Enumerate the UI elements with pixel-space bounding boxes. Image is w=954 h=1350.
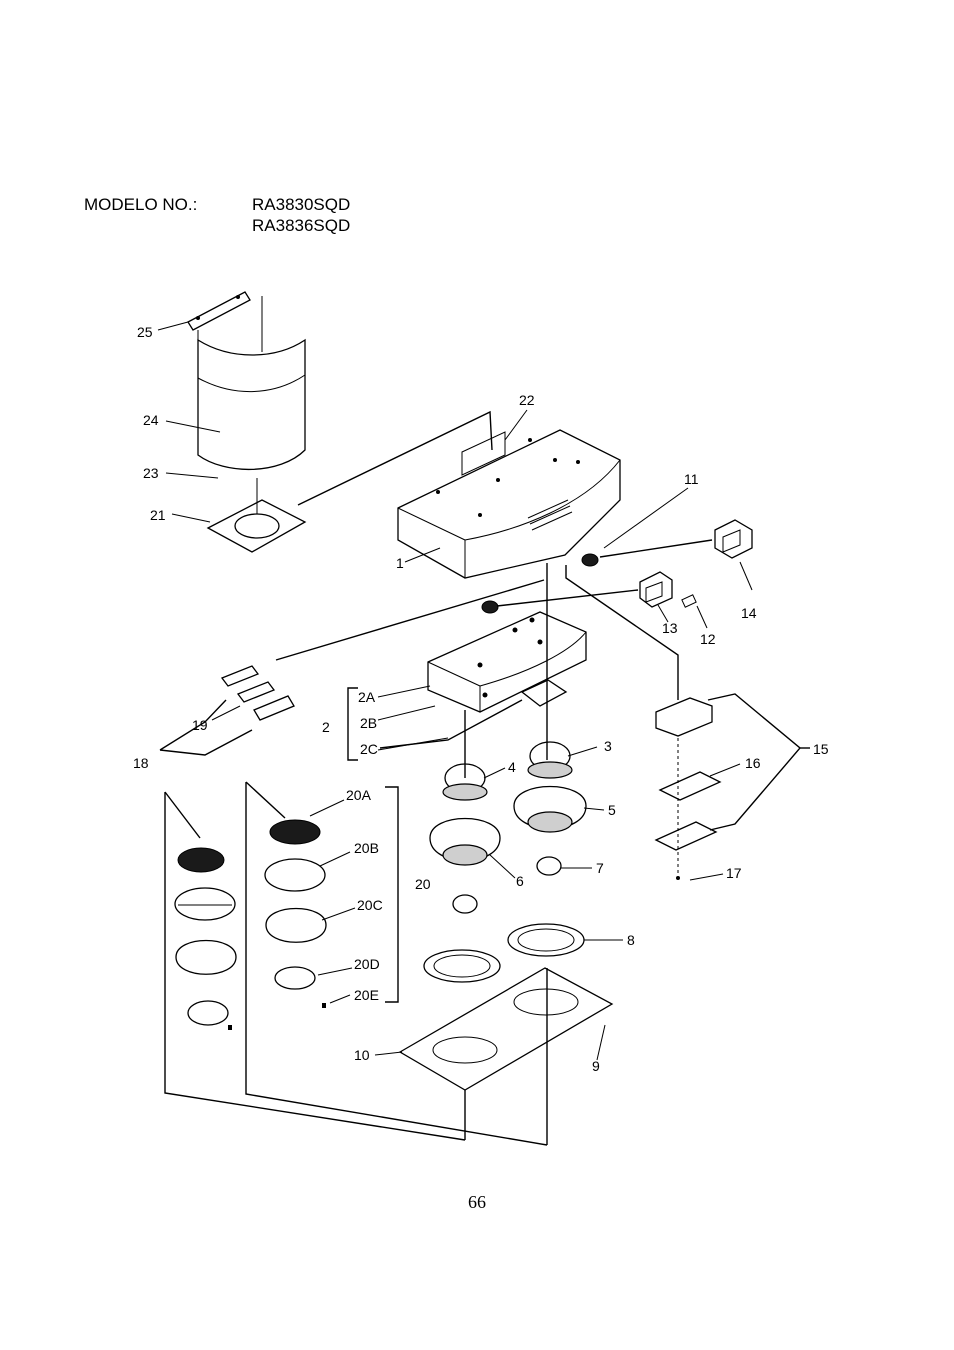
callout-2c: 2C [360, 741, 378, 757]
callout-18: 18 [133, 755, 149, 771]
callout-16: 16 [745, 755, 761, 771]
bottom-plate-part [398, 967, 614, 1091]
callout-19: 19 [192, 717, 208, 733]
callout-20c: 20C [357, 897, 383, 913]
callout-4: 4 [508, 759, 516, 775]
callout-11: 11 [684, 471, 699, 487]
switch-box-14-part [714, 519, 753, 559]
callout-17: 17 [726, 865, 742, 881]
callout-14: 14 [741, 605, 757, 621]
light-switch-plates-part [220, 665, 295, 721]
callout-1: 1 [396, 555, 404, 571]
filter-stack-left-part [174, 847, 237, 1030]
model-label: MODELO NO.: [84, 195, 198, 214]
callout-20a: 20A [346, 787, 372, 803]
page-number: 66 [468, 1192, 486, 1212]
blower-left-part [423, 763, 501, 983]
junction-box-part [654, 697, 722, 880]
callout-8: 8 [627, 932, 635, 948]
lower-housing-part [427, 611, 587, 713]
callout-2: 2 [322, 719, 330, 735]
model-number-1: RA3830SQD [252, 195, 351, 214]
filter-stack-right-part [264, 819, 327, 1008]
callout-6: 6 [516, 873, 524, 889]
callout-20: 20 [415, 876, 431, 892]
callout-22: 22 [519, 392, 535, 408]
callout-15: 15 [813, 741, 829, 757]
callout-3: 3 [604, 738, 612, 754]
switch-knob-part [481, 553, 599, 614]
callout-20d: 20D [354, 956, 380, 972]
callout-25: 25 [137, 324, 153, 340]
switch-box-13-part [639, 571, 697, 608]
callout-20b: 20B [354, 840, 379, 856]
range-hood-housing-part [397, 429, 621, 579]
callout-21: 21 [150, 507, 166, 523]
callout-13: 13 [662, 620, 678, 636]
duct-bracket-part [187, 291, 251, 331]
callout-5: 5 [608, 802, 616, 818]
callout-7: 7 [596, 860, 604, 876]
callout-10: 10 [354, 1047, 370, 1063]
blower-right-part [507, 741, 587, 957]
model-number-2: RA3836SQD [252, 216, 351, 235]
callout-20e: 20E [354, 987, 379, 1003]
callout-24: 24 [143, 412, 159, 428]
callout-12: 12 [700, 631, 716, 647]
callout-9: 9 [592, 1058, 600, 1074]
duct-cover-part [197, 296, 306, 471]
callout-2a: 2A [358, 689, 376, 705]
callout-23: 23 [143, 465, 159, 481]
callout-2b: 2B [360, 715, 377, 731]
mounting-plate-part [206, 478, 307, 553]
